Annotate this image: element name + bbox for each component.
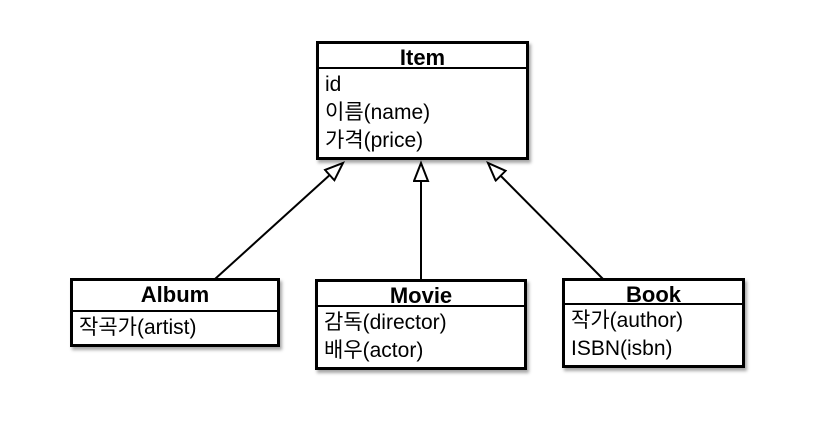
class-box-album: Album 작곡가(artist) bbox=[70, 278, 280, 347]
class-attribute: id bbox=[325, 73, 342, 96]
class-attributes-item: id 이름(name) 가격(price) bbox=[319, 69, 526, 157]
class-attribute: 감독(director) bbox=[324, 311, 447, 334]
class-attribute: ISBN(isbn) bbox=[571, 337, 673, 360]
class-attribute: 작가(author) bbox=[571, 309, 684, 332]
class-box-book: Book 작가(author) ISBN(isbn) bbox=[562, 278, 745, 368]
class-box-movie: Movie 감독(director) 배우(actor) bbox=[315, 279, 527, 370]
class-attribute: 가격(price) bbox=[325, 129, 424, 152]
class-attribute: 작곡가(artist) bbox=[79, 316, 197, 339]
class-title-item: Item bbox=[319, 44, 526, 69]
class-title-album: Album bbox=[73, 281, 277, 312]
generalization-arrow-book-to-item bbox=[488, 163, 604, 280]
class-attributes-book: 작가(author) ISBN(isbn) bbox=[565, 305, 742, 365]
class-attributes-movie: 감독(director) 배우(actor) bbox=[318, 307, 524, 367]
class-title-movie: Movie bbox=[318, 282, 524, 307]
class-attributes-album: 작곡가(artist) bbox=[73, 312, 277, 344]
generalization-arrow-album-to-item bbox=[214, 163, 343, 280]
class-box-item: Item id 이름(name) 가격(price) bbox=[316, 41, 529, 160]
class-attribute: 이름(name) bbox=[325, 101, 431, 124]
class-attribute: 배우(actor) bbox=[324, 339, 424, 362]
class-title-book: Book bbox=[565, 281, 742, 305]
